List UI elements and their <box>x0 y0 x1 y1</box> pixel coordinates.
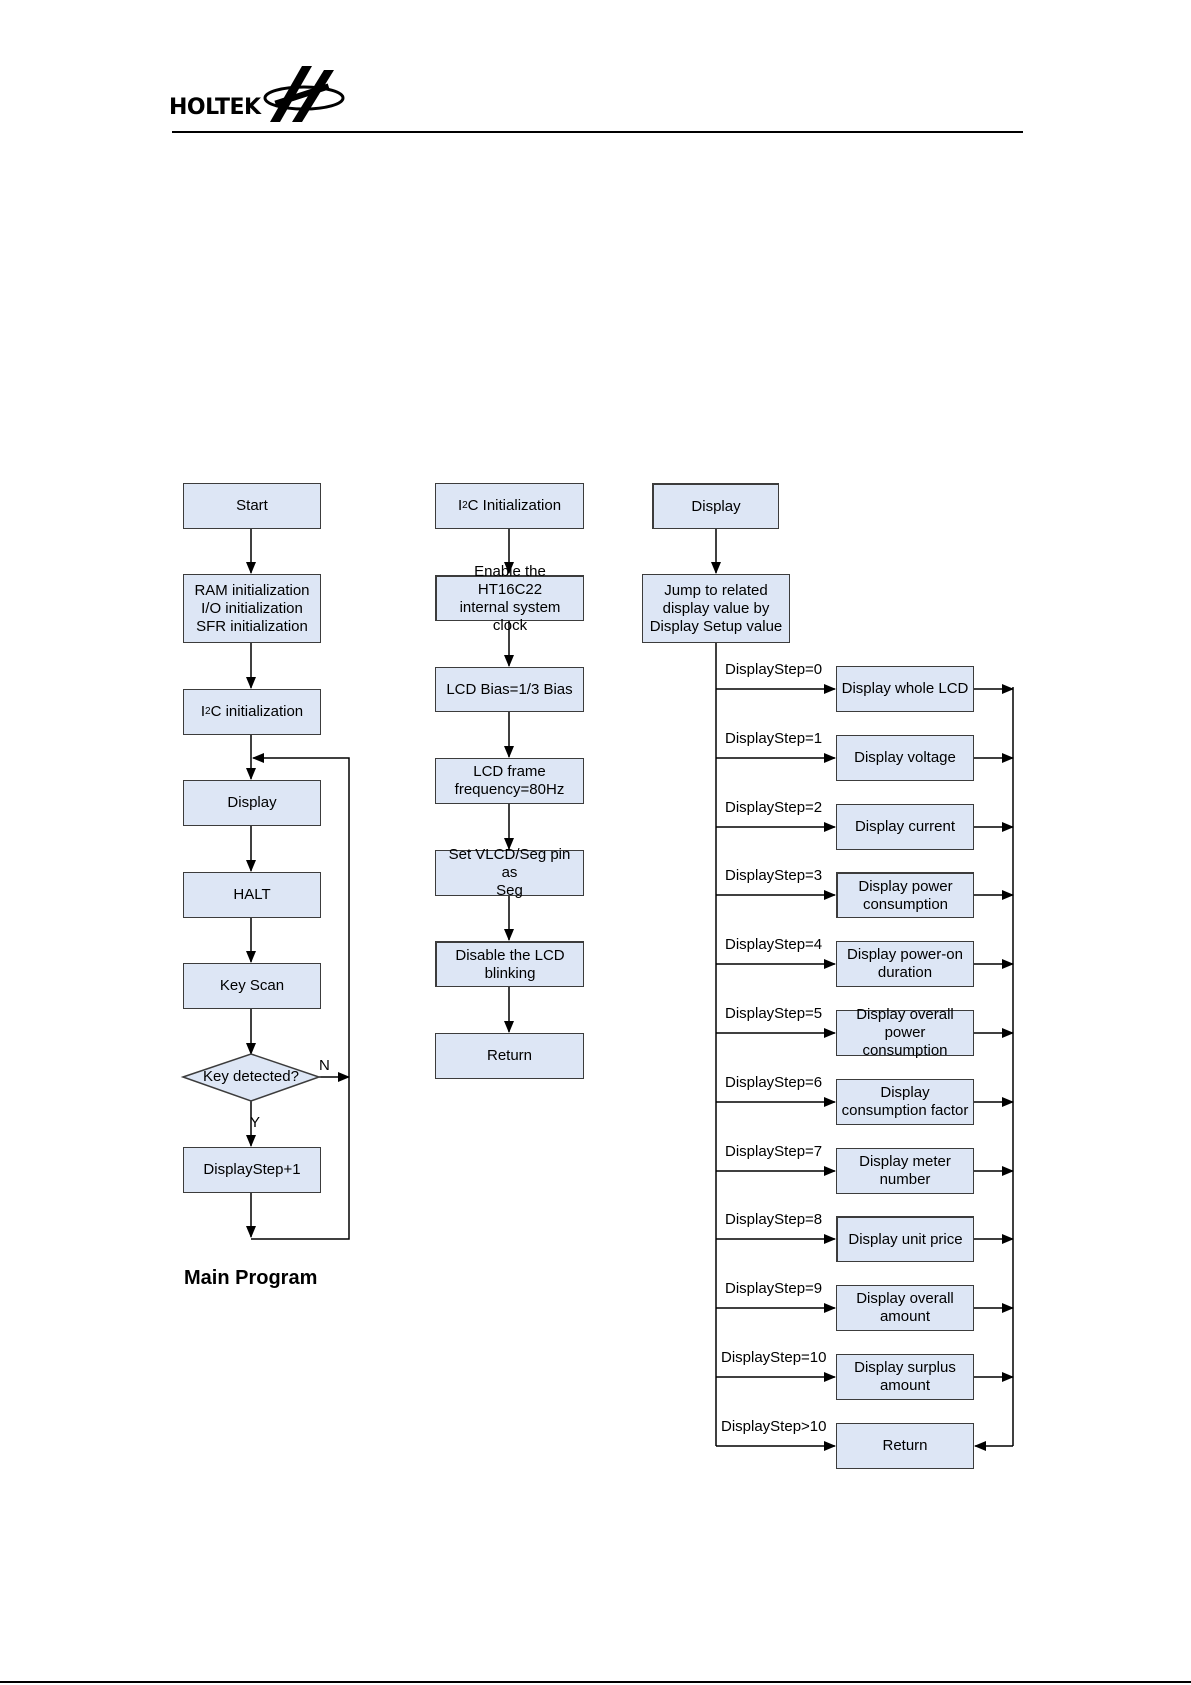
case-condition-label: DisplayStep=8 <box>725 1211 823 1228</box>
footer-rule <box>0 1681 1191 1683</box>
key-scan-node: Key Scan <box>183 963 321 1009</box>
branch-no-label: N <box>319 1057 330 1074</box>
lcd-frame-node: LCD frame frequency=80Hz <box>435 758 584 804</box>
key-detected-label: Key detected? <box>203 1068 299 1085</box>
case-condition-label: DisplayStep=6 <box>725 1074 823 1091</box>
halt-node: HALT <box>183 872 321 918</box>
case-action-node: Display whole LCD <box>836 666 974 712</box>
page-header: HOLTEK <box>0 0 1191 140</box>
case-action-node: Display consumption factor <box>836 1079 974 1125</box>
lcd-bias-node: LCD Bias=1/3 Bias <box>435 667 584 712</box>
case-condition-label: DisplayStep=2 <box>725 799 823 816</box>
set-vlcd-node: Set VLCD/Seg pin as Seg <box>435 846 584 899</box>
case-action-node: Display voltage <box>836 735 974 781</box>
header-rule <box>172 131 1023 133</box>
case-condition-label: DisplayStep=3 <box>725 867 823 884</box>
start-node: Start <box>183 483 321 529</box>
case-action-node: Display overall amount <box>836 1285 974 1331</box>
branch-yes-label: Y <box>250 1114 261 1131</box>
holtek-logo-text: HOLTEK <box>169 95 261 120</box>
case-condition-label: DisplayStep=1 <box>725 730 823 747</box>
display-node: Display <box>183 780 321 826</box>
i2c-title-suffix: C Initialization <box>467 497 562 514</box>
case-action-node: Display current <box>836 804 974 850</box>
decision-diamond <box>180 1053 322 1102</box>
enable-clock-node: Enable the HT16C22 internal system clock <box>435 563 584 634</box>
case-action-node: Display meter number <box>836 1148 974 1194</box>
i2c-init-node-prefix: I <box>200 703 206 720</box>
i2c-title-prefix: I <box>457 497 463 514</box>
case-condition-label: DisplayStep=0 <box>725 661 823 678</box>
main-program-caption: Main Program <box>184 1267 318 1289</box>
case-action-node: Display overall power consumption <box>836 1006 974 1059</box>
disable-blinking-node: Disable the LCD blinking <box>435 941 584 987</box>
case-condition-label: DisplayStep=9 <box>725 1280 823 1297</box>
i2c-return-node: Return <box>435 1033 584 1079</box>
display-step-inc-node: DisplayStep+1 <box>183 1147 321 1193</box>
case-action-node: Display surplus amount <box>836 1354 974 1400</box>
case-condition-label: DisplayStep>10 <box>721 1418 827 1435</box>
case-action-node: Display power-on duration <box>836 941 974 987</box>
jump-node: Jump to related display value by Display… <box>642 574 790 643</box>
case-action-node: Display unit price <box>836 1216 974 1262</box>
display-title-node: Display <box>652 483 779 529</box>
case-action-node: Display power consumption <box>836 872 974 918</box>
case-condition-label: DisplayStep=5 <box>725 1005 823 1022</box>
i2c-init-node-suffix: C initialization <box>210 703 304 720</box>
case-condition-label: DisplayStep=10 <box>721 1349 827 1366</box>
holtek-logo-icon <box>263 66 345 122</box>
case-condition-label: DisplayStep=4 <box>725 936 823 953</box>
case-condition-label: DisplayStep=7 <box>725 1143 823 1160</box>
init-node: RAM initialization I/O initialization SF… <box>183 574 321 643</box>
display-return-node: Return <box>836 1423 974 1469</box>
